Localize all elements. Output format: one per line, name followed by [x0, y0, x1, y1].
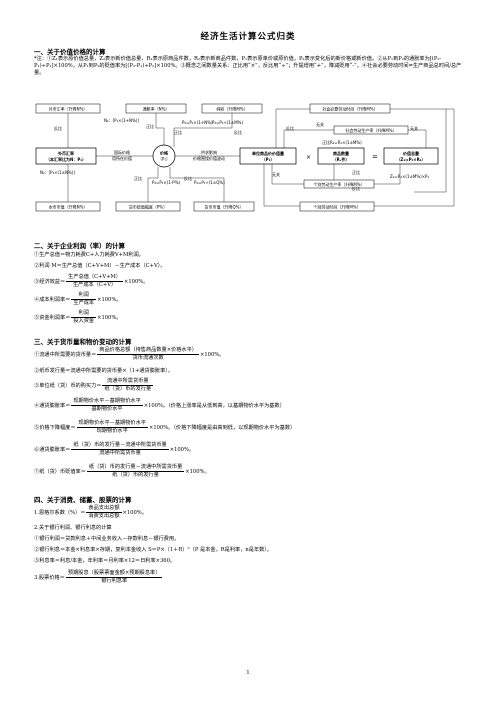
box-indiv-time [299, 201, 375, 212]
label-indiv-time: 个别劳动时间（升降M%） [313, 204, 360, 210]
frac-inflation-2: 纸（货）币的发行量－流通中所需货币量流通中所需货币量 [71, 442, 169, 457]
label-fx-rate-1: 外币汇率 [57, 150, 74, 156]
label-value-total-1: 价值总量 [403, 150, 419, 156]
rel-irr-2: 无关 [410, 125, 418, 131]
label-commodity-2: （R.件） [333, 156, 350, 162]
label-demand-2: 价格围绕价值波动 [193, 155, 225, 161]
frac-econ-benefit: 生产总值（C+V+M）生产成本（C+V） [66, 274, 123, 289]
label-inflation: 通胀率（N%） [143, 106, 170, 112]
rel-pos-2: 正比 [146, 123, 154, 129]
label-demand-1: 供求影响 [201, 149, 217, 155]
label-foreign-currency: 外币汇率（升降N%） [49, 106, 88, 112]
frac-price-drop: 现期物价水平－基期物价水平现期物价水平 [76, 420, 148, 435]
frac-engel: 食品支出总额消费支出总额 [86, 505, 122, 520]
conn-8 [169, 167, 225, 202]
conn-16 [374, 108, 455, 207]
box-value-total [383, 147, 439, 165]
conn-15 [263, 164, 300, 207]
rel-pos-1: 正比 [174, 129, 182, 135]
s4-line1: 1.恩格尔系数（%）＝食品支出总额消费支出总额×100%。 [34, 505, 147, 520]
formula-f8: Z₂=R₁×(1±M%)×P₁ [390, 174, 429, 179]
label-national-price-2: 用所在价值 [112, 155, 132, 161]
frac-money-needed: 商品价格总额（待售商品数量×价格水平）货币流通次数 [97, 347, 199, 362]
label-social-lp: 社会劳动生产率（升降M%） [345, 127, 396, 133]
conn-13 [271, 164, 304, 185]
conn-10 [283, 129, 334, 148]
label-value-total-2: （Z₁=P₁×R₁） [397, 156, 426, 162]
s3-line5: ⑤价格下降幅度＝现期物价水平－基期物价水平现期物价水平×100%。（价格下降幅度… [34, 420, 296, 435]
label-local-currency: 本币币值（升降N%） [49, 204, 88, 210]
formula-f2: N₂：[P₁×(1±N%)] [40, 170, 75, 175]
s2-line4: ④成本利润率＝利润生产成本×100%。 [34, 292, 122, 307]
doc-title: 经济生活计算公式归类 [200, 32, 296, 42]
conn-7 [147, 167, 159, 202]
formula-f4: P₂=P₁×(1-P%) [152, 180, 180, 185]
rel-irr-1: 无关 [316, 121, 324, 127]
op-eq: = [372, 153, 378, 161]
section1-note: *注：①Z₁表示原价值总量，Z₂表示新价值总量，R₁表示原商品件数，R₂表示新商… [34, 56, 462, 77]
s2-line3: ③经济效益＝生产总值（C+V+M）生产成本（C+V）×100%。 [34, 274, 149, 289]
s3-line2: ②纸币发行量＝流通中所需要的货币量×（1+通货膨胀率）。 [34, 368, 174, 374]
conn-11 [408, 129, 427, 148]
rel-pos-3: 正比 [322, 139, 330, 145]
op-times: × [306, 154, 311, 161]
formula-f7: R₂=R₁×(1±M%) [330, 140, 362, 145]
formula-f3: P₂=P₁×(1+N%) [182, 120, 213, 125]
label-paper-money: 货币贬值幅度（P%） [129, 204, 167, 210]
label-price-2: （P₁） [158, 157, 170, 162]
formula-f6: P₂=P₁÷(1±M%) [212, 120, 243, 125]
s2-line1: ①生产总值＝物力耗费C+人力耗费V+M利润。 [34, 252, 144, 258]
page-number: 1 [246, 670, 250, 676]
conn-3 [173, 113, 233, 147]
section-heading-3: 三、关于货币量和物价变动的计算 [34, 338, 132, 346]
box-social-labor-time [309, 103, 391, 114]
label-unit-value-1: 单位商品价价值量 [252, 150, 284, 156]
label-money-value: 货币币值（升降Q%） [205, 204, 244, 210]
frac-inflation: 现期物价水平－基期物价水平基期物价水平 [71, 398, 143, 413]
s4-line5: ③利息率＝利息/本金，年利率＝月利率×12＝日利率×360。 [34, 558, 176, 564]
frac-stock-price: 预期股息（股票票面金额×预期股息率）银行利息率 [65, 570, 163, 585]
rel-pos-5: 正比 [352, 169, 360, 175]
section-heading-4: 四、关于消费、储蓄、股票的计算 [34, 496, 132, 504]
conn-9 [275, 108, 310, 148]
section-heading-1: 一、关于价值价格的计算 [34, 48, 106, 56]
label-price-1: 价格 [160, 150, 169, 156]
label-unit-value-2: （P₁） [262, 156, 275, 162]
value-price-diagram: 外币汇率（升降N%） 通胀率（N%） 纯收（升降M%） 社会必要劳动时间（升降M… [35, 103, 455, 212]
rel-rev-2: 反比 [234, 129, 242, 135]
s4-line4: ②银行利息＝本金×利息率×存期，复利本金收入 S＝P×（1＋R）ⁿ（P 是本金，… [34, 547, 273, 553]
s3-line6: ⑥通货膨胀率＝纸（货）币的发行量－流通中所需货币量流通中所需货币量×100%。 [34, 442, 195, 457]
conn-2 [155, 113, 165, 145]
s4-line3: ①银行利润＝贷款利息＋中间业务收入－存款利息－银行费用。 [34, 536, 180, 542]
section-heading-2: 二、关于企业利润（率）的计算 [34, 242, 125, 250]
s2-line5: ⑤资金利润率＝利润投入资金×100%。 [34, 310, 122, 325]
formula-f1: N₂：[P₁×(1+N%)] [104, 118, 139, 123]
frac-cost-profit: 利润生产成本 [71, 292, 97, 307]
s4-line2: 2.关于银行利润、银行利息的计算 [34, 525, 112, 531]
label-commodity-1: 商品数量 [333, 150, 349, 156]
rel-pos-4: 正比 [134, 175, 142, 181]
s3-line3: ③单位纸（货）币的购买力＝流通中所需货币量纸（货）币的发行量 [34, 378, 154, 393]
s3-line1: ①流通中所需要的货币量＝商品价格总额（待售商品数量×价格水平）货币流通次数×10… [34, 347, 225, 362]
conn-12 [390, 108, 447, 193]
frac-capital-profit: 利润投入资金 [71, 310, 97, 325]
label-national-price: 国际价格 [114, 149, 130, 155]
rel-rev-3: 反比 [286, 125, 294, 131]
s3-line4: ④通货膨胀率＝现期物价水平－基期物价水平基期物价水平×100%。（价格上涨率是从… [34, 398, 285, 413]
conn-14 [374, 164, 401, 185]
label-fx-rate-2: （本汇率比为N：P₁） [46, 156, 86, 162]
label-deflation: 纯收（升降M%） [216, 106, 247, 112]
label-indiv-lp: 个别劳动生产率（升降M%） [313, 181, 364, 187]
rel-irr-3: 无关 [272, 171, 280, 177]
frac-devaluation: 纸（货）币的发行量－流通中所需货币量纸（货）币的发行量 [86, 464, 185, 479]
rel-rev-1: 反比 [54, 125, 62, 131]
formula-f5: P₂=P₁÷(1±Q%) [194, 180, 225, 185]
label-social-labor-time: 社会必要劳动时间（升降M%） [322, 106, 377, 112]
s3-line7: ⑦纸（货）币贬值率＝纸（货）币的发行量－流通中所需货币量纸（货）币的发行量×10… [34, 464, 210, 479]
frac-purchasing-power: 流通中所需货币量纸（货）币的发行量 [102, 378, 154, 393]
s2-line2: ②利润 M＝生产总值（C+V+M）－生产成本（C+V）。 [34, 263, 166, 269]
s4-line6: 3.股票价格＝预期股息（股票票面金额×预期股息率）银行利息率 [34, 570, 163, 585]
box-commodity [317, 147, 365, 165]
